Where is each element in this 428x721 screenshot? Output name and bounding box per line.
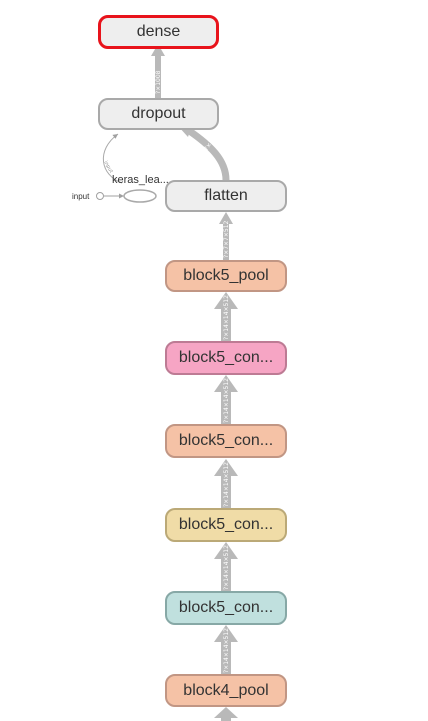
edge-keras-dropout: input xyxy=(102,133,123,184)
node-label: block5_con... xyxy=(178,432,274,449)
edge-label: ?×14×14×512 xyxy=(223,545,230,590)
edge-label: ?×14×14×512 xyxy=(223,628,230,673)
edge-label: input xyxy=(102,160,114,174)
keras-learning-phase-node[interactable] xyxy=(123,189,157,203)
edge-label: ?×7×7×512 xyxy=(223,220,230,258)
edge-block4pool-block5conv0: ?×14×14×512 xyxy=(214,625,238,674)
node-label: dense xyxy=(136,23,181,40)
node-label: block5_con... xyxy=(178,516,274,533)
edge-label: ?×14×14×512 xyxy=(223,462,230,507)
node-label: block5_con... xyxy=(178,599,274,616)
edge-block5conv2-block5conv3: ?×14×14×512 xyxy=(214,375,238,424)
input-port-icon[interactable] xyxy=(96,192,104,200)
node-block5-conv1[interactable]: block5_con... xyxy=(165,508,287,542)
node-label: dropout xyxy=(131,105,186,122)
node-block5-conv3[interactable]: block5_con... xyxy=(165,341,287,375)
node-block5-conv2[interactable]: block5_con... xyxy=(165,424,287,458)
node-block5-conv0[interactable]: block5_con... xyxy=(165,591,287,625)
node-label: block5_con... xyxy=(178,349,274,366)
node-label: flatten xyxy=(204,187,248,204)
node-label: block4_pool xyxy=(183,681,269,699)
edge-dropout-dense: ?×1008 xyxy=(151,44,165,98)
edge-below-block4pool xyxy=(214,707,238,721)
edge-label: ?×1008 xyxy=(155,70,162,94)
input-label: input xyxy=(72,192,90,201)
node-flatten[interactable]: flatten xyxy=(165,180,287,212)
edge-block5pool-flatten: ?×7×7×512 xyxy=(219,212,233,260)
edge-label: ?×14×14×512 xyxy=(223,295,230,340)
edge-label: ?×14×14×512 xyxy=(223,378,230,423)
edge-flatten-dropout: ?×25088 xyxy=(178,122,230,181)
keras-learning-label: keras_lea... xyxy=(112,174,169,186)
node-dense[interactable]: dense xyxy=(98,15,219,49)
node-dropout[interactable]: dropout xyxy=(98,98,219,130)
node-block5-pool[interactable]: block5_pool xyxy=(165,260,287,292)
node-block4-pool[interactable]: block4_pool xyxy=(165,674,287,707)
node-label: block5_pool xyxy=(183,267,269,284)
edge-block5conv1-block5conv2: ?×14×14×512 xyxy=(214,459,238,508)
edge-block5conv0-block5conv1: ?×14×14×512 xyxy=(214,542,238,591)
edge-block5conv3-block5pool: ?×14×14×512 xyxy=(214,292,238,341)
